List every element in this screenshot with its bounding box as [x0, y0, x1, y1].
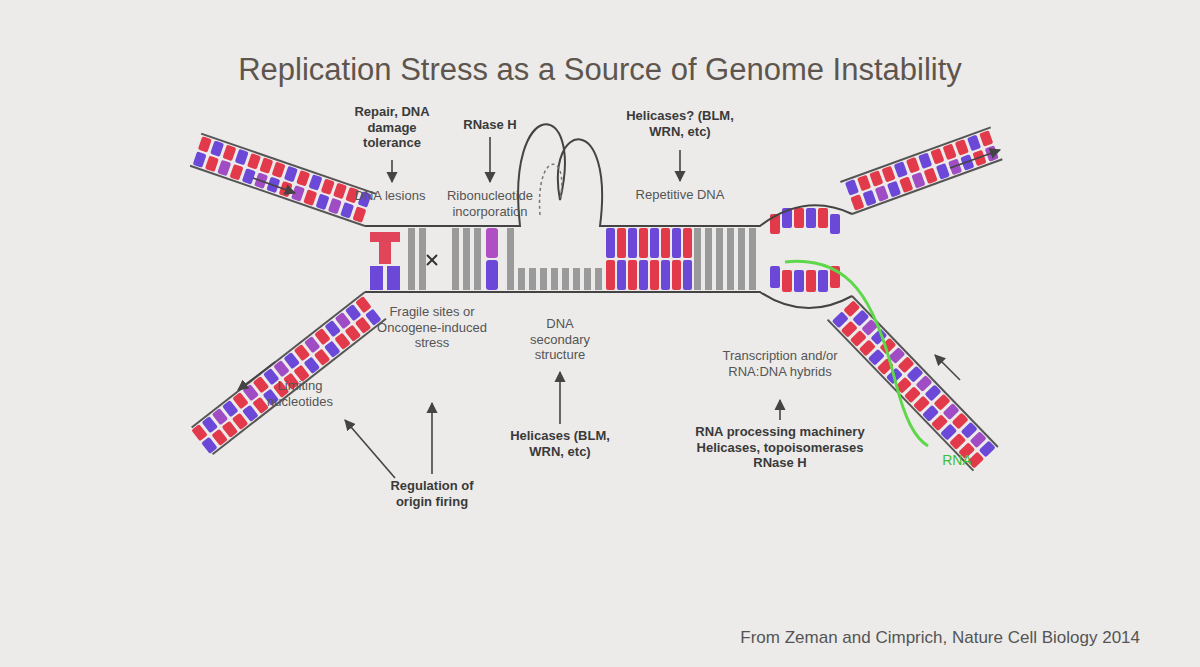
- base: [806, 208, 816, 228]
- central-duplex: [408, 208, 840, 292]
- base-pair: [661, 260, 670, 290]
- rung: [573, 268, 580, 290]
- rung: [452, 228, 459, 290]
- rung: [408, 228, 415, 290]
- base-pair: [639, 260, 648, 290]
- base: [818, 208, 828, 228]
- base-pair: [650, 228, 659, 258]
- rung: [551, 268, 558, 290]
- base: [486, 260, 498, 290]
- callout-label: Regulation of origin firing: [382, 478, 482, 509]
- base-pair: [628, 260, 637, 290]
- rung: [474, 228, 481, 290]
- base-pair: [606, 260, 615, 290]
- callout-label: RNA processing machinery Helicases, topo…: [685, 424, 875, 471]
- base-pair: [628, 228, 637, 258]
- rung: [463, 228, 470, 290]
- rna-label: RNA: [932, 452, 982, 469]
- rung: [738, 228, 745, 290]
- callout-label: Fragile sites or Oncogene-induced stress: [372, 304, 492, 351]
- callout-label: Transcription and/or RNA:DNA hybrids: [718, 348, 843, 379]
- rung: [716, 228, 723, 290]
- rung: [749, 228, 756, 290]
- fork-arm: [190, 292, 386, 455]
- base-pair: [672, 260, 681, 290]
- fork-arm: [840, 127, 1002, 214]
- base-pair: [639, 228, 648, 258]
- dna-lesion: [370, 232, 400, 264]
- rung: [540, 268, 547, 290]
- base: [782, 270, 792, 292]
- callout-label: Helicases? (BLM, WRN, etc): [625, 108, 735, 139]
- ribonucleotide: [486, 228, 498, 258]
- callout-label: DNA secondary structure: [520, 316, 600, 363]
- base-pair: [683, 228, 692, 258]
- callout-label: Repair, DNA damage tolerance: [342, 104, 442, 151]
- base-pair: [650, 260, 659, 290]
- base: [818, 270, 828, 292]
- rung: [562, 268, 569, 290]
- base: [370, 266, 383, 290]
- citation-caption: From Zeman and Cimprich, Nature Cell Bio…: [740, 628, 1140, 648]
- rung: [507, 228, 514, 290]
- fork-arm: [190, 134, 376, 226]
- callout-label: Limiting nucleotides: [260, 378, 340, 409]
- callout-label: DNA lesions: [335, 188, 445, 204]
- rung: [518, 268, 525, 290]
- rung: [595, 268, 602, 290]
- base: [387, 266, 400, 290]
- base: [794, 270, 804, 292]
- rung: [705, 228, 712, 290]
- rung: [727, 228, 734, 290]
- rung: [584, 268, 591, 290]
- fork-arms: [190, 127, 1002, 470]
- callout-label: Helicases (BLM, WRN, etc): [505, 428, 615, 459]
- base: [770, 266, 780, 288]
- rung: [694, 228, 701, 290]
- base-pair: [683, 260, 692, 290]
- callout-label: Ribonucleotide incorporation: [438, 188, 542, 219]
- leader-arrows: [238, 137, 1000, 478]
- base: [830, 214, 840, 234]
- callout-label: Repetitive DNA: [620, 187, 740, 203]
- fragile-site-mark: [427, 255, 437, 265]
- loop-pairing: [540, 164, 562, 215]
- callout-label: RNase H: [450, 117, 530, 133]
- base-pair: [606, 228, 615, 258]
- top-strand: [365, 124, 852, 226]
- rung: [529, 268, 536, 290]
- base: [794, 208, 804, 228]
- slide-title: Replication Stress as a Source of Genome…: [0, 52, 1200, 88]
- base: [806, 270, 816, 292]
- base-pair: [617, 228, 626, 258]
- base-pair: [617, 260, 626, 290]
- base-pair: [672, 228, 681, 258]
- rung: [419, 228, 426, 290]
- base-pair: [661, 228, 670, 258]
